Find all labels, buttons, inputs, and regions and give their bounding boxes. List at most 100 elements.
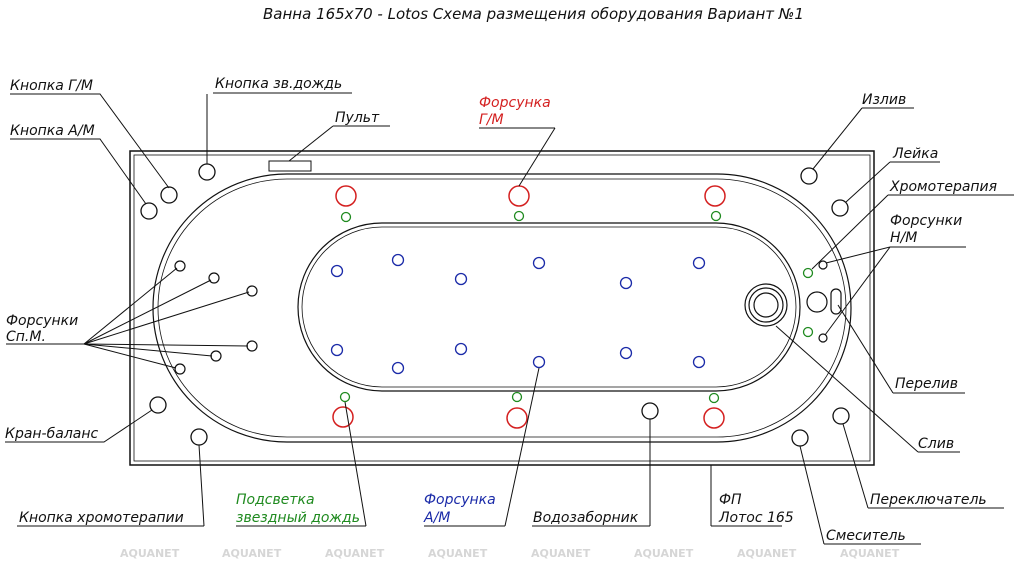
backlight-led (340, 211, 352, 223)
side-nozzle (210, 350, 222, 362)
am-nozzle (692, 256, 706, 270)
am-nozzle (532, 256, 546, 270)
foot-nozzle (818, 260, 828, 270)
foot-nozzles (818, 260, 828, 343)
spout (800, 167, 818, 185)
aeromassage-nozzles (330, 253, 706, 375)
overflow-circle (806, 291, 828, 313)
bath-floor-inner (301, 226, 797, 388)
switch (832, 407, 850, 425)
gm-nozzle (703, 407, 725, 429)
label-gm-nozzle-line1: Форсунка (479, 95, 551, 111)
labels: Кнопка Г/М Кнопка А/М Кнопка зв.дождь Пу… (5, 76, 997, 544)
watermark: AQUANET (634, 547, 694, 560)
backlight-led (708, 392, 720, 404)
label-balance-valve: Кран-баланс (5, 426, 99, 442)
label-button-gm: Кнопка Г/М (10, 78, 93, 94)
watermark: AQUANET (428, 547, 488, 560)
watermark: AQUANET (840, 547, 900, 560)
label-gm-nozzle-line2: Г/М (479, 112, 504, 128)
hydromassage-nozzles (332, 185, 726, 429)
leader-lines (5, 92, 1014, 545)
label-mixer: Смеситель (826, 528, 906, 544)
am-nozzle (391, 253, 405, 267)
label-am-nozzle-line1: Форсунка (424, 492, 496, 508)
label-spout: Излив (862, 92, 906, 108)
am-nozzle (532, 355, 546, 369)
backlight-led (513, 210, 525, 222)
button-am (140, 202, 158, 220)
label-overflow: Перелив (895, 376, 958, 392)
label-backlight-line1: Подсветка (236, 492, 315, 508)
label-water-intake: Водозаборник (533, 510, 639, 526)
label-side-nozzles-line1: Форсунки (6, 313, 78, 329)
gm-nozzle (335, 185, 357, 207)
drain-inner (753, 292, 779, 318)
label-fp-line1: ФП (719, 492, 742, 508)
chromotherapy-led (802, 326, 814, 338)
foot-nozzle (818, 333, 828, 343)
button-star-rain (198, 163, 216, 181)
control-panel (268, 160, 312, 172)
label-foot-nozzles-line2: Н/М (890, 230, 917, 246)
balance-valve (149, 396, 167, 414)
gm-nozzle (506, 407, 528, 429)
bath-floor-outer (297, 222, 801, 392)
am-nozzle (391, 361, 405, 375)
gm-nozzle (704, 185, 726, 207)
star-rain-lights (339, 210, 814, 404)
am-nozzle (692, 355, 706, 369)
label-button-am: Кнопка А/М (10, 123, 95, 139)
am-nozzle (619, 346, 633, 360)
gm-nozzle (508, 185, 530, 207)
overflow-slot (830, 288, 842, 315)
watermark: AQUANET (120, 547, 180, 560)
backlight-led (339, 391, 351, 403)
watermark: AQUANET (737, 547, 797, 560)
label-switch: Переключатель (870, 492, 987, 508)
am-nozzle (454, 342, 468, 356)
mixer (791, 429, 809, 447)
am-nozzle (330, 264, 344, 278)
am-nozzle (619, 276, 633, 290)
side-nozzle (174, 363, 186, 375)
side-nozzle (174, 260, 186, 272)
bath-outline (129, 150, 875, 466)
label-am-nozzle-line2: А/М (423, 510, 450, 526)
side-nozzles (174, 260, 258, 375)
bath-basin-inner (157, 178, 847, 438)
bath-rim-inner (133, 154, 871, 462)
label-fp-line2: Лотос 165 (718, 510, 794, 526)
watermark-row: AQUANET AQUANET AQUANET AQUANET AQUANET … (120, 547, 900, 560)
am-nozzle (454, 272, 468, 286)
side-nozzle (246, 340, 258, 352)
diagram-title: Ванна 165х70 - Lotos Схема размещения об… (263, 5, 804, 23)
backlight-led (710, 210, 722, 222)
drain (744, 283, 788, 327)
label-chromotherapy-button: Кнопка хромотерапии (19, 510, 184, 526)
chromotherapy-led (802, 267, 814, 279)
label-control-panel: Пульт (335, 110, 380, 126)
label-chromotherapy: Хромотерапия (889, 179, 997, 195)
chromotherapy-button (190, 428, 208, 446)
label-button-star-rain: Кнопка зв.дождь (215, 76, 342, 92)
backlight-led (511, 391, 523, 403)
label-hand-shower: Лейка (892, 146, 938, 162)
water-intake (641, 402, 659, 420)
label-drain: Слив (918, 436, 954, 452)
label-side-nozzles-line2: Сп.М. (6, 329, 46, 345)
button-gm (160, 186, 178, 204)
gm-nozzle (332, 406, 354, 428)
label-backlight-line2: звездный дождь (236, 510, 360, 526)
label-foot-nozzles-line1: Форсунки (890, 213, 962, 229)
bath-basin-outer (152, 173, 852, 443)
fittings (140, 163, 850, 447)
watermark: AQUANET (222, 547, 282, 560)
watermark: AQUANET (531, 547, 591, 560)
bath-rim-outer (129, 150, 875, 466)
side-nozzle (208, 272, 220, 284)
hand-shower (831, 199, 849, 217)
am-nozzle (330, 343, 344, 357)
side-nozzle (246, 285, 258, 297)
